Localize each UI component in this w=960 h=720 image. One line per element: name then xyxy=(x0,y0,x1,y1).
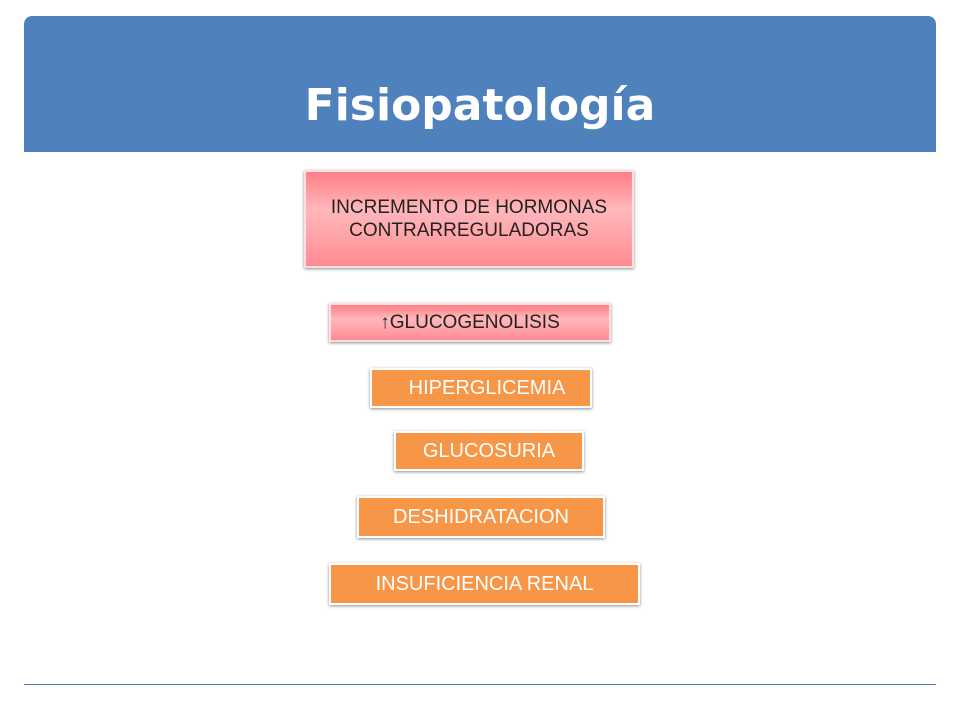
slide-title: Fisiopatología xyxy=(304,80,656,131)
box-glucogenolisis: ↑GLUCOGENOLISIS xyxy=(329,303,611,342)
box-deshidratacion: DESHIDRATACION xyxy=(357,496,605,538)
box-incremento-hormonas: INCREMENTO DE HORMONAS CONTRARREGULADORA… xyxy=(304,170,634,268)
box-insuficiencia-renal: INSUFICIENCIA RENAL xyxy=(329,563,640,605)
title-banner: Fisiopatología xyxy=(24,16,936,152)
box-glucosuria: GLUCOSURIA xyxy=(394,431,584,471)
footer-divider xyxy=(24,684,936,685)
box-hiperglicemia: HIPERGLICEMIA xyxy=(370,368,592,408)
